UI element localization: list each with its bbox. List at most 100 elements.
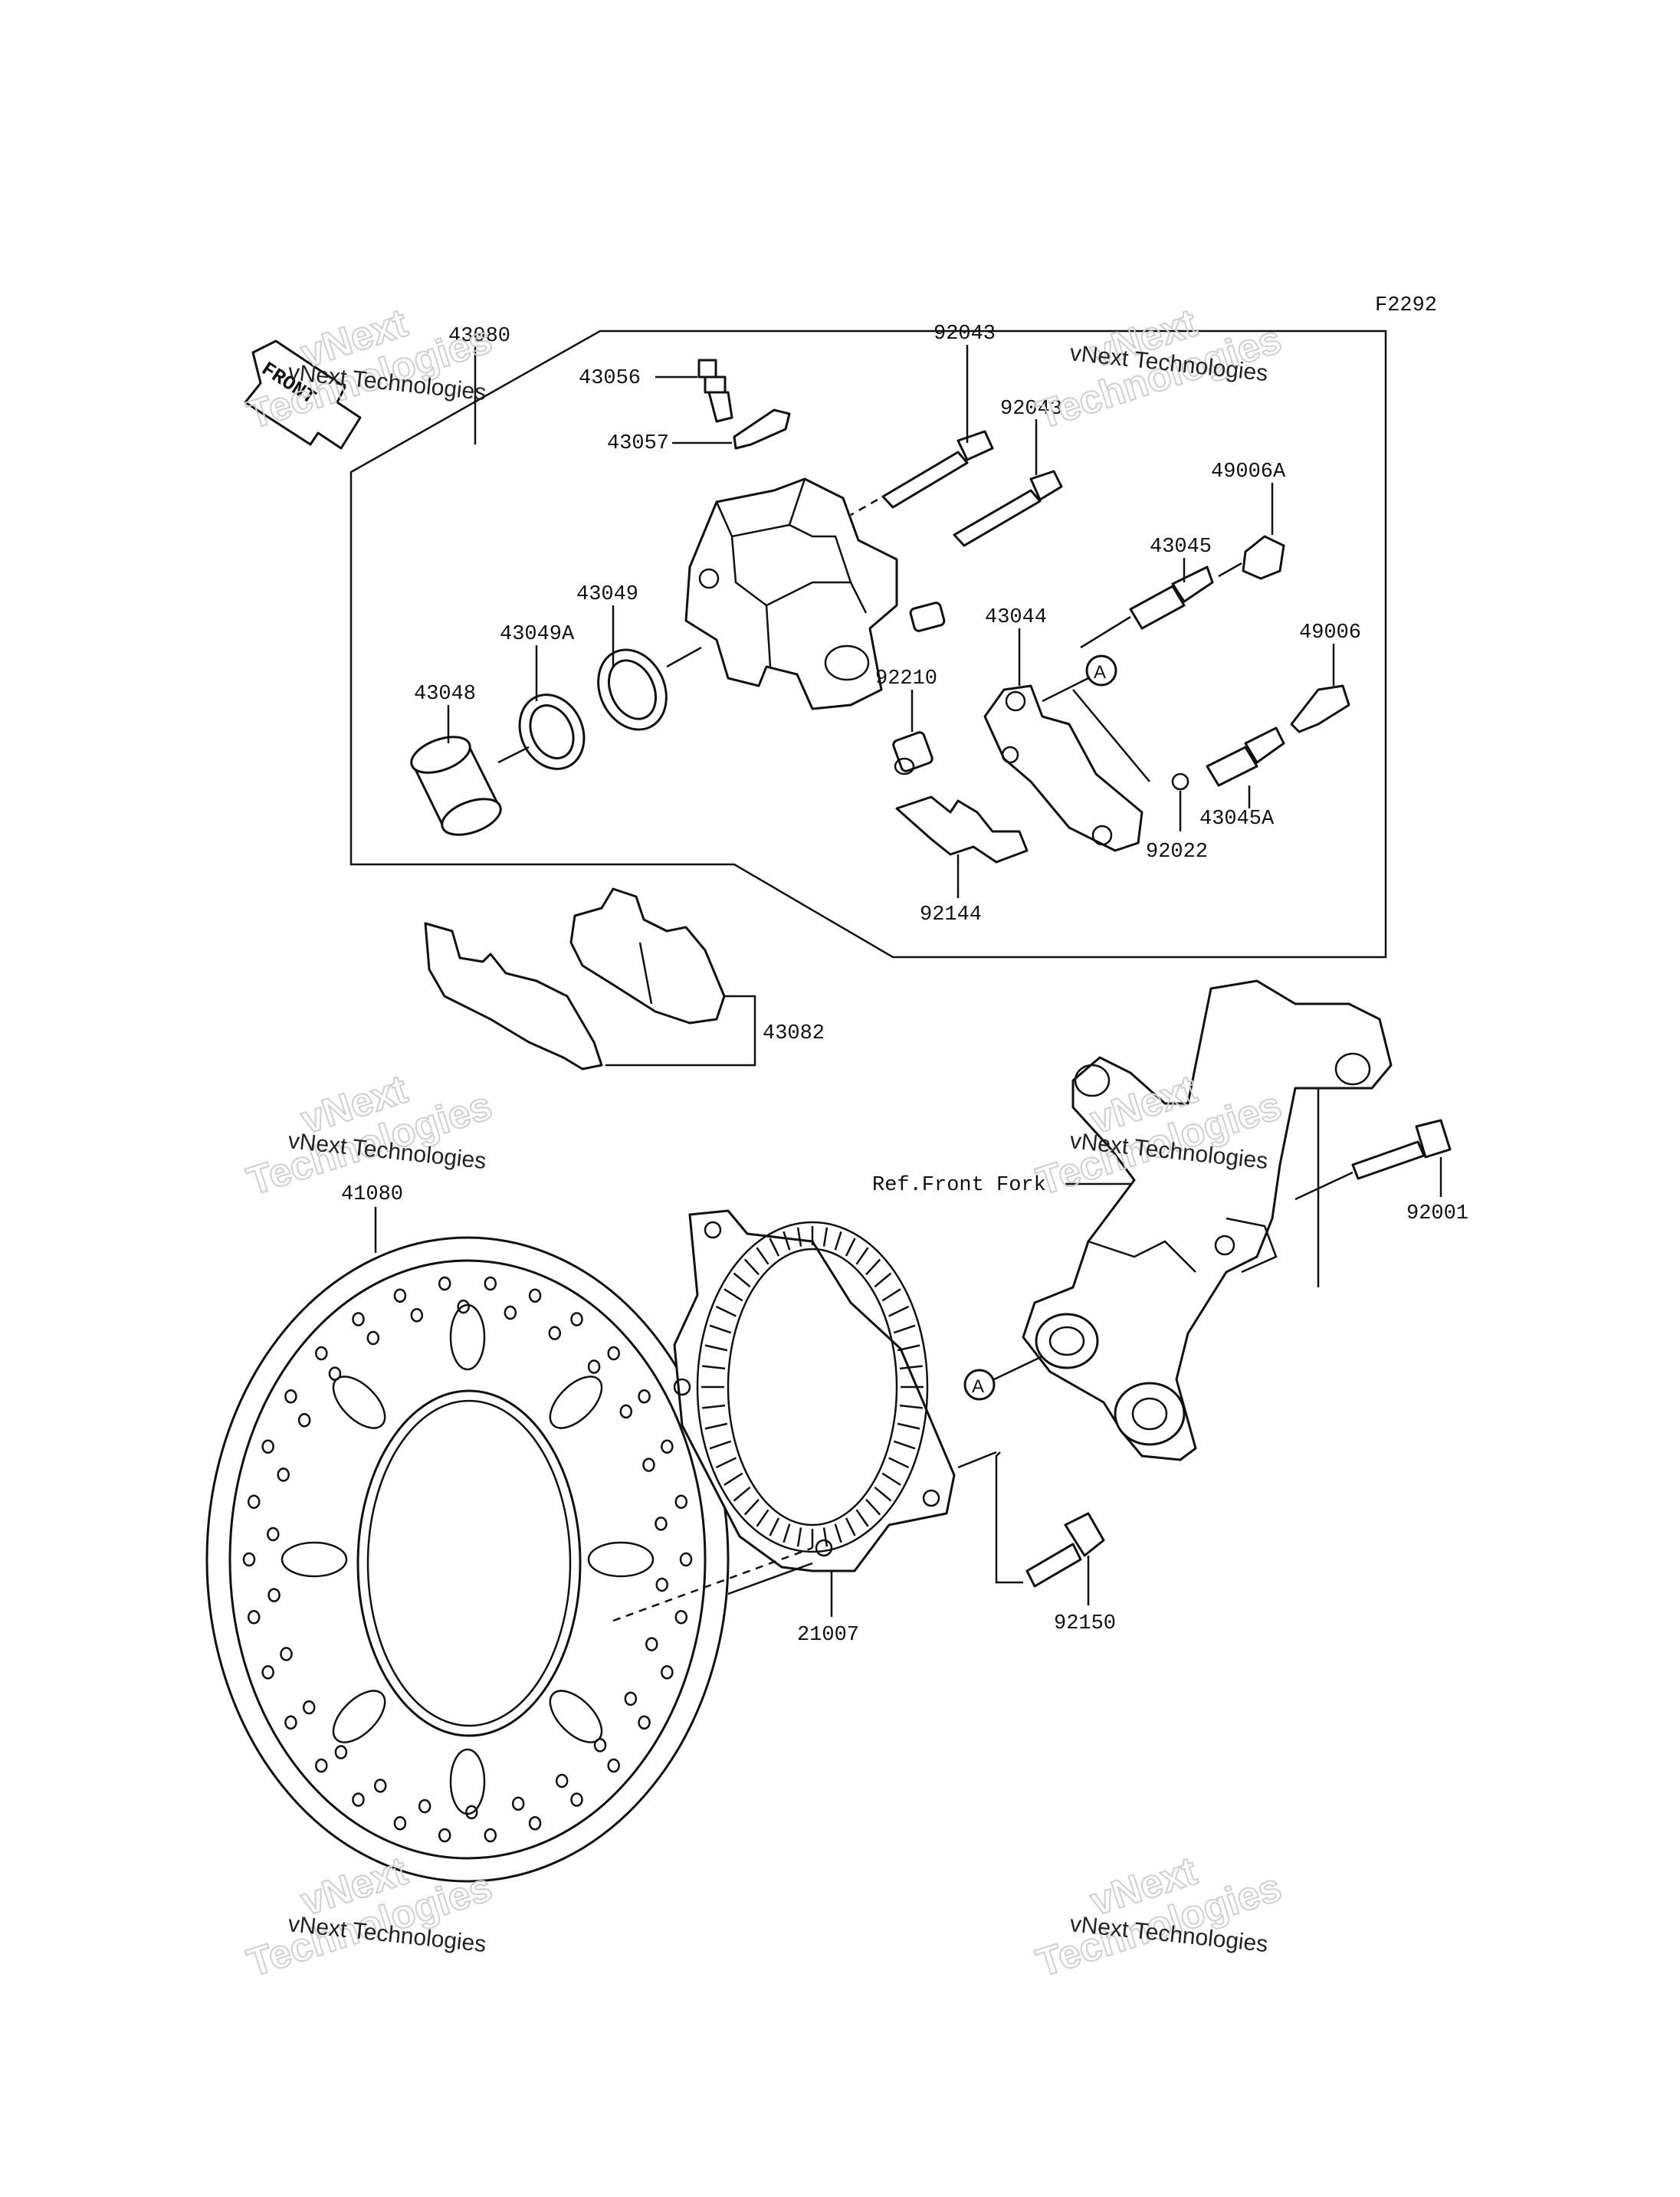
abs-tooth — [756, 1247, 769, 1265]
label-43049: 43049 — [576, 583, 638, 606]
leader-lines — [374, 345, 1442, 1617]
disc-hole — [511, 1796, 525, 1811]
disc-slot — [332, 1376, 386, 1429]
abs-tooth — [893, 1324, 916, 1334]
bracket-pin-43045A — [1206, 726, 1285, 787]
pad-leader-bracket — [605, 995, 756, 1067]
bracket-pin-43045 — [1080, 566, 1214, 649]
label-43049A: 43049A — [500, 623, 575, 646]
abs-tooth — [756, 1509, 769, 1527]
piston-axis — [497, 746, 530, 764]
disc-hole — [352, 1792, 365, 1807]
disc-hole — [638, 1389, 651, 1404]
disc-hole — [261, 1439, 274, 1454]
label-41080: 41080 — [341, 1183, 403, 1206]
label-ref-front-fork: Ref.Front Fork — [872, 1174, 1046, 1197]
seal-axis — [666, 646, 702, 668]
pad-spring-92144 — [895, 795, 1029, 864]
label-43048: 43048 — [414, 683, 476, 706]
abs-tooth — [702, 1404, 726, 1409]
disc-hole — [484, 1828, 497, 1843]
label-43045A: 43045A — [1199, 808, 1275, 831]
caliper-assembly-frame — [349, 330, 1387, 959]
disc-hole — [261, 1664, 274, 1680]
reference-marker-a-2: A — [963, 1369, 996, 1401]
disc-slot — [549, 1690, 603, 1743]
abs-tooth — [865, 1498, 881, 1516]
abs-tooth — [733, 1486, 751, 1502]
disc-hole — [655, 1517, 668, 1531]
abs-tooth — [845, 1238, 856, 1257]
abs-tooth — [724, 1288, 743, 1302]
abs-tooth — [704, 1422, 728, 1430]
abs-tooth — [783, 1231, 791, 1251]
abs-tooth — [899, 1404, 923, 1409]
disc-hole — [247, 1494, 261, 1509]
disc-hole — [570, 1312, 583, 1326]
abs-tooth — [704, 1344, 728, 1352]
label-43045: 43045 — [1150, 536, 1212, 559]
abs-tooth — [796, 1227, 802, 1247]
marker-line-a1b — [1072, 689, 1150, 782]
label-49006A: 49006A — [1211, 461, 1286, 484]
disc-hole — [607, 1758, 620, 1773]
boot-49006 — [1290, 684, 1350, 733]
abs-tooth — [743, 1258, 760, 1276]
disc-hole — [528, 1288, 542, 1303]
abs-tooth — [888, 1305, 910, 1317]
brake-pad-right — [569, 887, 726, 1025]
disc-hole — [284, 1389, 297, 1404]
label-92210: 92210 — [875, 667, 937, 690]
disc-hole — [352, 1312, 365, 1326]
disc-hole — [655, 1577, 668, 1592]
clip-92022 — [1171, 772, 1189, 791]
svg-text:A: A — [1094, 662, 1106, 683]
seal-43049A — [518, 694, 586, 770]
abs-tooth — [855, 1509, 869, 1527]
disc-slot — [281, 1541, 348, 1578]
figure-code: F2292 — [1375, 294, 1437, 317]
label-92043-b: 92043 — [1000, 398, 1062, 421]
disc-hole — [438, 1828, 451, 1843]
abs-tooth — [834, 1523, 842, 1543]
disc-hole — [607, 1346, 620, 1361]
disc-hole — [267, 1588, 281, 1602]
label-92022: 92022 — [1146, 841, 1208, 864]
caliper-body — [684, 477, 946, 710]
disc-hole — [277, 1467, 290, 1482]
abs-tooth — [865, 1258, 881, 1276]
disc-hole — [267, 1526, 280, 1542]
disc-hole — [504, 1305, 517, 1320]
disc-hole — [457, 1299, 470, 1314]
disc-slot — [449, 1748, 486, 1815]
disc-hole — [418, 1799, 431, 1814]
disc-hole — [555, 1773, 569, 1789]
marker-line-a1 — [1042, 677, 1089, 703]
abs-tooth — [897, 1344, 920, 1352]
seal-43049 — [597, 648, 668, 731]
watermark-bottom-right: vNext Technologies vNext Technologies — [1031, 1848, 1288, 1986]
label-49006: 49006 — [1299, 621, 1361, 644]
abs-tooth — [769, 1517, 780, 1536]
disc-hole — [315, 1346, 328, 1361]
abs-tooth — [834, 1231, 842, 1251]
abs-tooth — [743, 1498, 760, 1516]
disc-hole — [484, 1276, 497, 1291]
disc-hole — [393, 1816, 407, 1831]
caliper-bracket-43044 — [983, 684, 1144, 852]
abs-tooth — [709, 1440, 732, 1450]
bleeder-valve-43056 — [697, 359, 733, 423]
abs-rotor-21007 — [673, 1209, 956, 1572]
disc-hole — [528, 1816, 542, 1831]
disc-hole — [661, 1664, 674, 1680]
label-92150: 92150 — [1054, 1612, 1116, 1635]
abs-tooth — [897, 1422, 920, 1430]
disc-hole — [679, 1552, 693, 1567]
label-43057: 43057 — [607, 432, 669, 455]
label-92043-a: 92043 — [934, 323, 996, 346]
disc-hole — [284, 1715, 297, 1730]
abs-tooth — [855, 1247, 869, 1265]
abs-tooth — [888, 1457, 910, 1469]
abs-tooth — [783, 1523, 791, 1543]
